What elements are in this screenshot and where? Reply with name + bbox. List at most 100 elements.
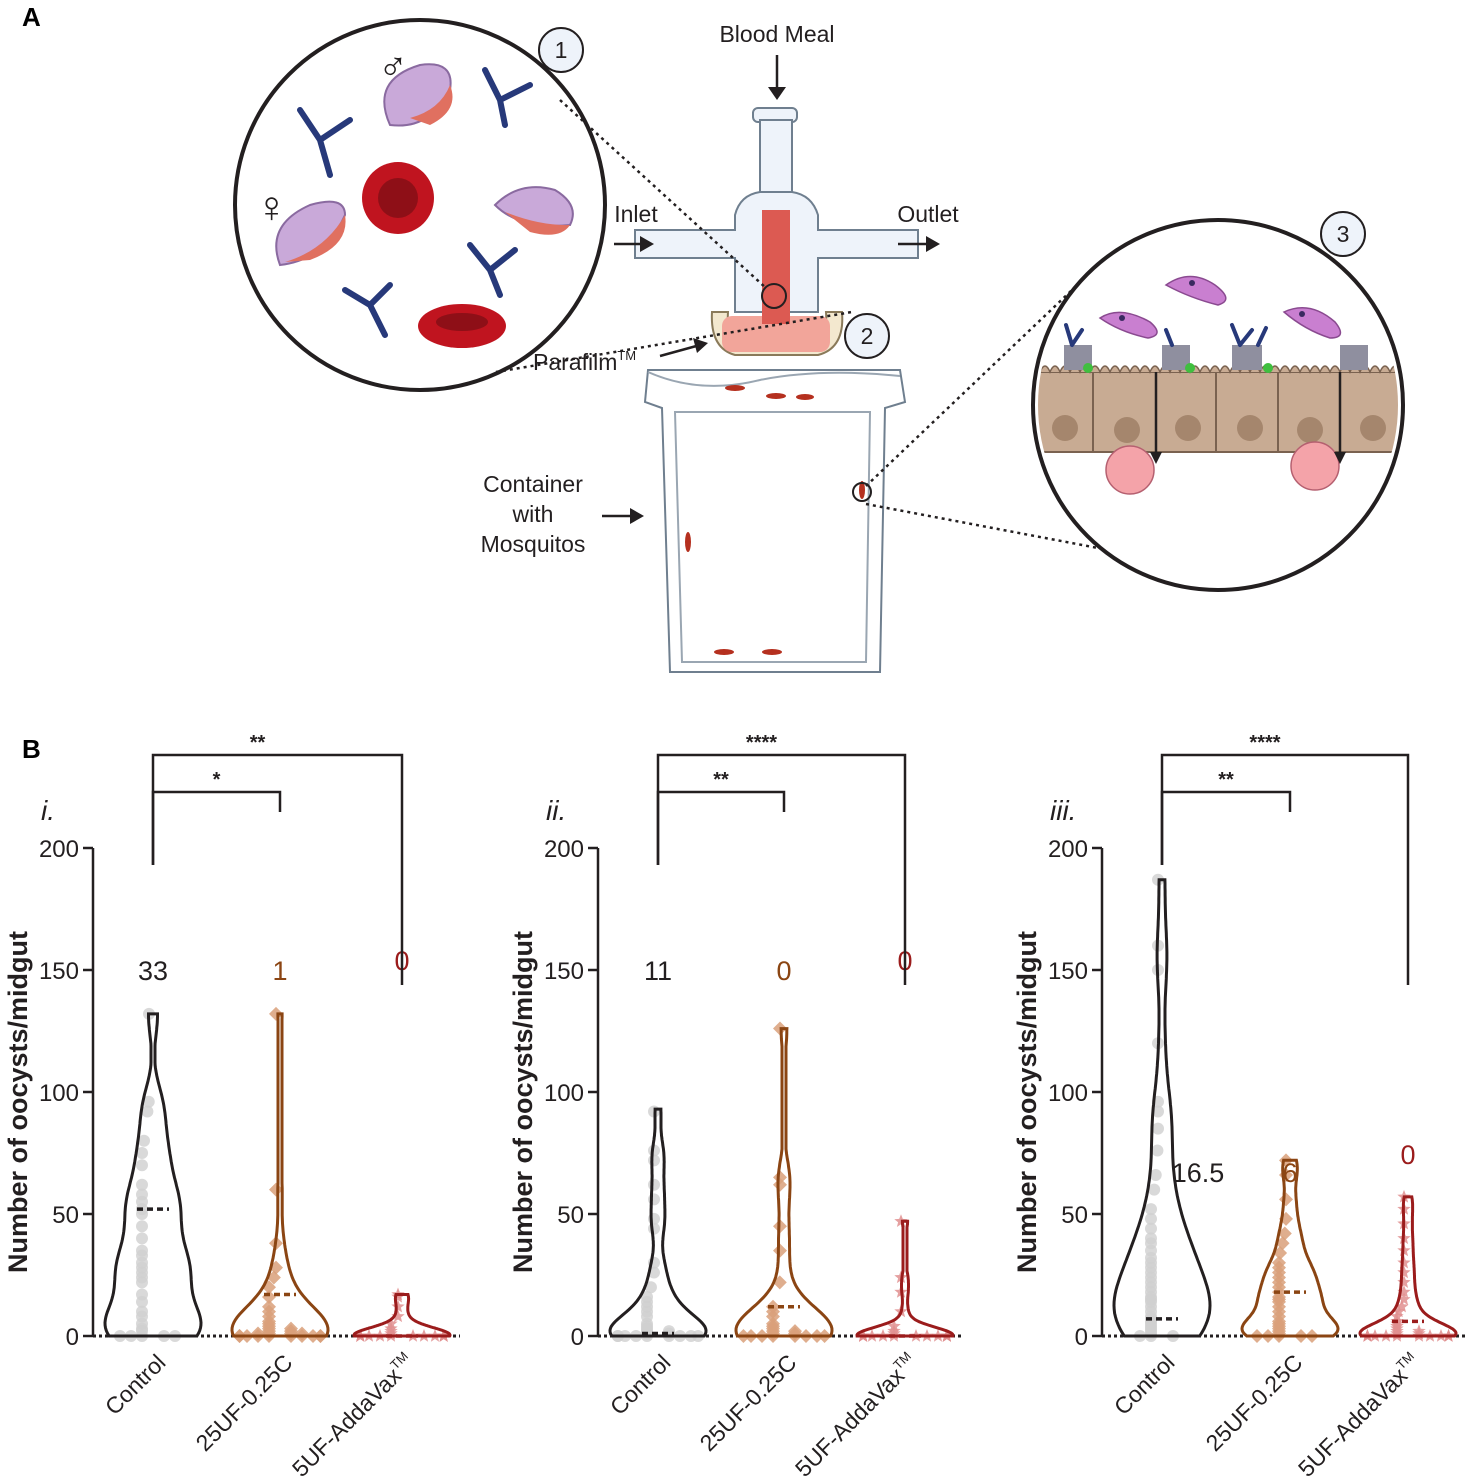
y-tick-label: 100 bbox=[1048, 1080, 1088, 1107]
y-tick-label: 200 bbox=[544, 836, 584, 863]
data-point bbox=[384, 1316, 398, 1330]
data-point bbox=[1145, 1232, 1157, 1245]
midgut-inset bbox=[1031, 218, 1405, 592]
y-axis-label: Number of oocysts/midgut bbox=[3, 931, 33, 1273]
violin-Control bbox=[1112, 873, 1212, 1342]
membrane-feeder bbox=[634, 107, 919, 356]
blood-contents-inset: ♂ ♀ bbox=[233, 18, 607, 392]
violin-Control bbox=[103, 1007, 203, 1342]
data-point bbox=[384, 1321, 398, 1335]
category-label: Control bbox=[1109, 1349, 1180, 1420]
bracket-line bbox=[151, 753, 404, 985]
data-point bbox=[1412, 1324, 1426, 1337]
violin-25UF-0.25C bbox=[734, 1021, 834, 1343]
significance-label: **** bbox=[1249, 732, 1280, 754]
panel-a-diagram: A bbox=[22, 2, 1405, 673]
data-point bbox=[1272, 1255, 1286, 1270]
step-1-marker: 1 bbox=[538, 27, 584, 73]
antibody-icon bbox=[297, 67, 533, 338]
y-tick-label: 100 bbox=[39, 1080, 79, 1107]
y-tick-label: 50 bbox=[557, 1202, 584, 1229]
container-label-line2: with bbox=[512, 501, 554, 527]
step-3-marker: 3 bbox=[1320, 211, 1366, 257]
y-axis-label: Number of oocysts/midgut bbox=[1012, 931, 1042, 1273]
category-label: Control bbox=[605, 1349, 676, 1420]
violin-outline bbox=[1358, 1195, 1458, 1338]
data-point bbox=[136, 1159, 148, 1172]
data-point bbox=[887, 1319, 901, 1332]
significance-bracket: **** bbox=[1160, 732, 1410, 985]
median-value-label: 1 bbox=[272, 956, 287, 986]
blood-meal-label: Blood Meal bbox=[719, 21, 834, 47]
data-point bbox=[269, 1006, 283, 1021]
container-label-line1: Container bbox=[483, 471, 583, 497]
y-tick-label: 150 bbox=[544, 958, 584, 985]
data-point bbox=[1145, 1203, 1157, 1216]
significance-label: ** bbox=[713, 769, 729, 791]
data-point bbox=[766, 1316, 780, 1331]
data-point bbox=[1395, 1299, 1409, 1313]
significance-bracket: ** bbox=[656, 769, 786, 865]
bracket-line bbox=[656, 753, 907, 985]
data-point bbox=[648, 1178, 660, 1191]
violin-outline bbox=[1240, 1158, 1340, 1338]
data-point bbox=[1397, 1275, 1411, 1288]
data-point bbox=[262, 1299, 276, 1314]
data-point bbox=[1275, 1236, 1290, 1251]
panel-letter-b: B bbox=[22, 734, 41, 764]
violin-5UF-AddaVax bbox=[1358, 1189, 1458, 1342]
subpanel-label: iii. bbox=[1050, 795, 1076, 826]
data-point bbox=[136, 1305, 148, 1318]
oocyst-icon bbox=[1105, 441, 1340, 495]
data-point bbox=[136, 1220, 148, 1233]
y-tick-label: 100 bbox=[544, 1080, 584, 1107]
data-point bbox=[136, 1244, 148, 1257]
bracket-line bbox=[1160, 790, 1292, 865]
violin-25UF-0.25C bbox=[1240, 1153, 1340, 1343]
mosquito-icon bbox=[685, 385, 865, 655]
bracket-line bbox=[656, 790, 786, 865]
data-point bbox=[1397, 1255, 1411, 1269]
y-tick-label: 200 bbox=[39, 836, 79, 863]
data-point bbox=[136, 1178, 148, 1191]
data-point bbox=[1390, 1309, 1404, 1323]
median-value-label: 33 bbox=[138, 956, 168, 986]
data-point bbox=[269, 1182, 283, 1197]
data-point bbox=[1145, 1212, 1157, 1225]
data-point bbox=[773, 1243, 787, 1258]
mosquito-container bbox=[643, 369, 907, 673]
bracket-line bbox=[151, 790, 282, 865]
data-point bbox=[391, 1309, 405, 1323]
category-label: 25UF-0.25C bbox=[695, 1349, 802, 1456]
violin-outline bbox=[352, 1293, 452, 1338]
data-point bbox=[1397, 1292, 1411, 1306]
data-point bbox=[644, 1281, 657, 1294]
y-tick-label: 0 bbox=[571, 1324, 584, 1351]
data-point bbox=[773, 1170, 787, 1185]
data-point bbox=[1397, 1265, 1411, 1279]
svg-text:2: 2 bbox=[861, 323, 874, 349]
violin-outline bbox=[230, 1012, 330, 1338]
category-label: 5UF-AddaVaxTM bbox=[1292, 1348, 1425, 1481]
median-value-label: 0 bbox=[776, 956, 791, 986]
violin-outline bbox=[855, 1219, 955, 1338]
median-value-label: 6 bbox=[1282, 1158, 1297, 1188]
data-point bbox=[136, 1147, 149, 1159]
data-point bbox=[1148, 1183, 1161, 1196]
data-point bbox=[391, 1299, 405, 1313]
data-point bbox=[284, 1321, 298, 1336]
y-tick-label: 150 bbox=[39, 958, 79, 985]
significance-bracket: ** bbox=[151, 732, 404, 985]
y-axis-label: Number of oocysts/midgut bbox=[508, 931, 538, 1273]
median-value-label: 0 bbox=[1400, 1140, 1415, 1170]
gametocyte-icon bbox=[275, 63, 574, 267]
y-tick-label: 0 bbox=[66, 1324, 79, 1351]
violin-outline bbox=[1112, 878, 1212, 1338]
data-point bbox=[773, 1177, 787, 1192]
data-point bbox=[641, 1290, 653, 1303]
median-value-label: 16.5 bbox=[1172, 1158, 1225, 1188]
violin-Control bbox=[608, 1105, 708, 1342]
